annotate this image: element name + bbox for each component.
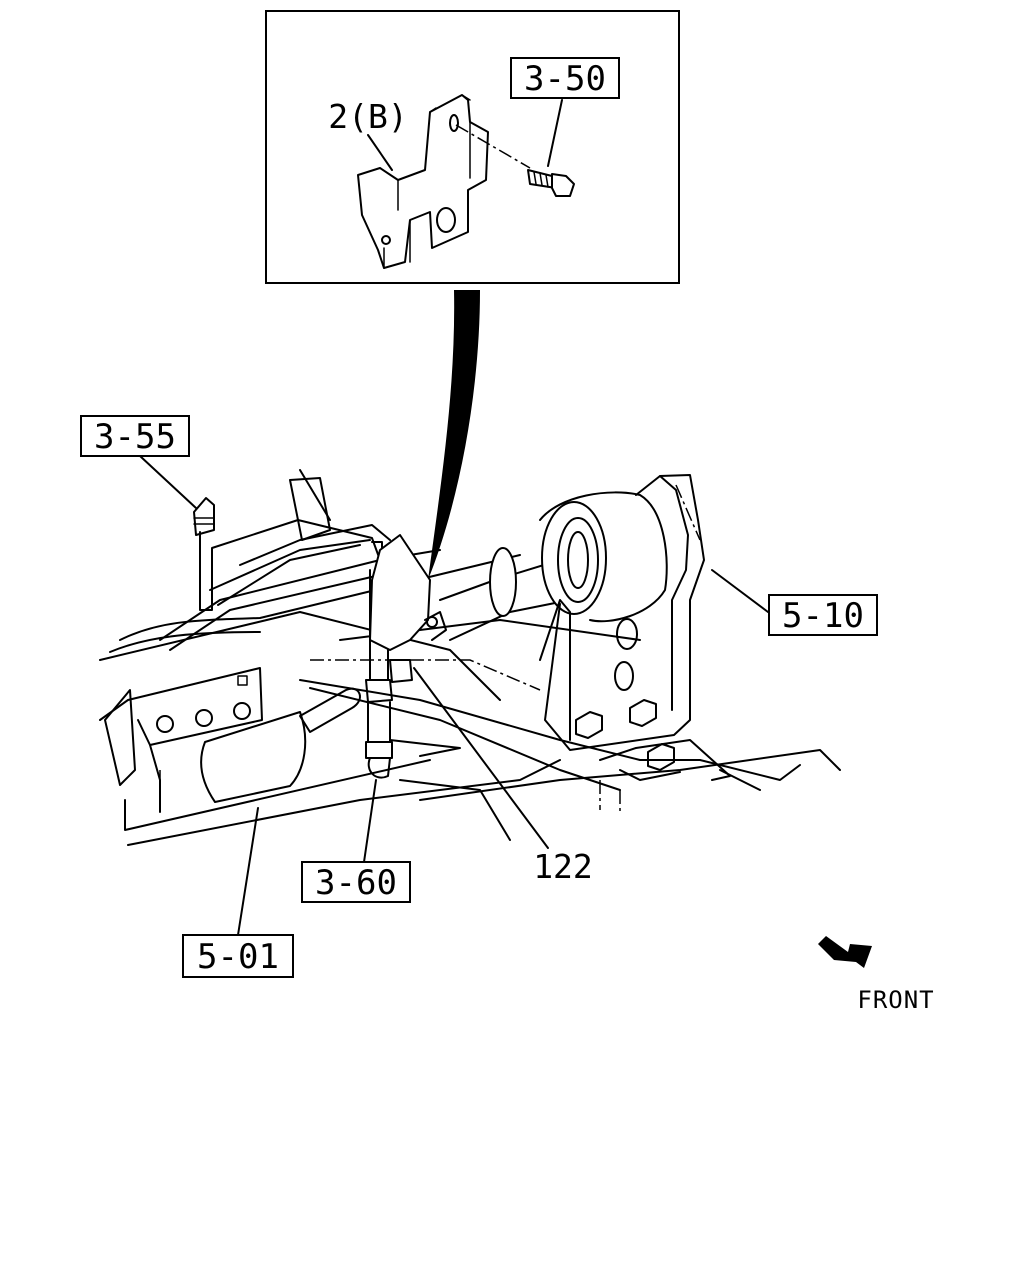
- detail-inset: 3-50 2(B): [265, 10, 680, 284]
- part-2b-label: 2(B): [328, 97, 407, 136]
- ref-3-50-label: 3-50: [524, 59, 606, 99]
- ref-box-3-55[interactable]: 3-55: [80, 415, 190, 457]
- ref-box-5-01[interactable]: 5-01: [182, 934, 294, 978]
- bracket-2b-drawing: [357, 94, 531, 269]
- ref-5-01-label: 5-01: [197, 937, 279, 977]
- ref-box-3-50[interactable]: 3-50: [510, 57, 620, 99]
- part-2b-leader: [367, 134, 393, 171]
- front-indicator: FRONT: [818, 936, 934, 1014]
- front-arrow-icon: [818, 936, 872, 968]
- main-assembly-drawing: [99, 469, 841, 846]
- ref-box-3-60[interactable]: 3-60: [301, 861, 411, 903]
- ref-box-5-10[interactable]: 5-10: [768, 594, 878, 636]
- part-122-label: 122: [533, 847, 593, 886]
- ref-5-10-label: 5-10: [782, 596, 864, 636]
- ref-3-55-label: 3-55: [94, 417, 176, 457]
- detail-pointer: [428, 290, 480, 580]
- bolt-3-50-drawing: [527, 99, 575, 197]
- leader-lines: [139, 455, 769, 936]
- front-label: FRONT: [857, 986, 934, 1014]
- ref-3-60-label: 3-60: [315, 863, 397, 903]
